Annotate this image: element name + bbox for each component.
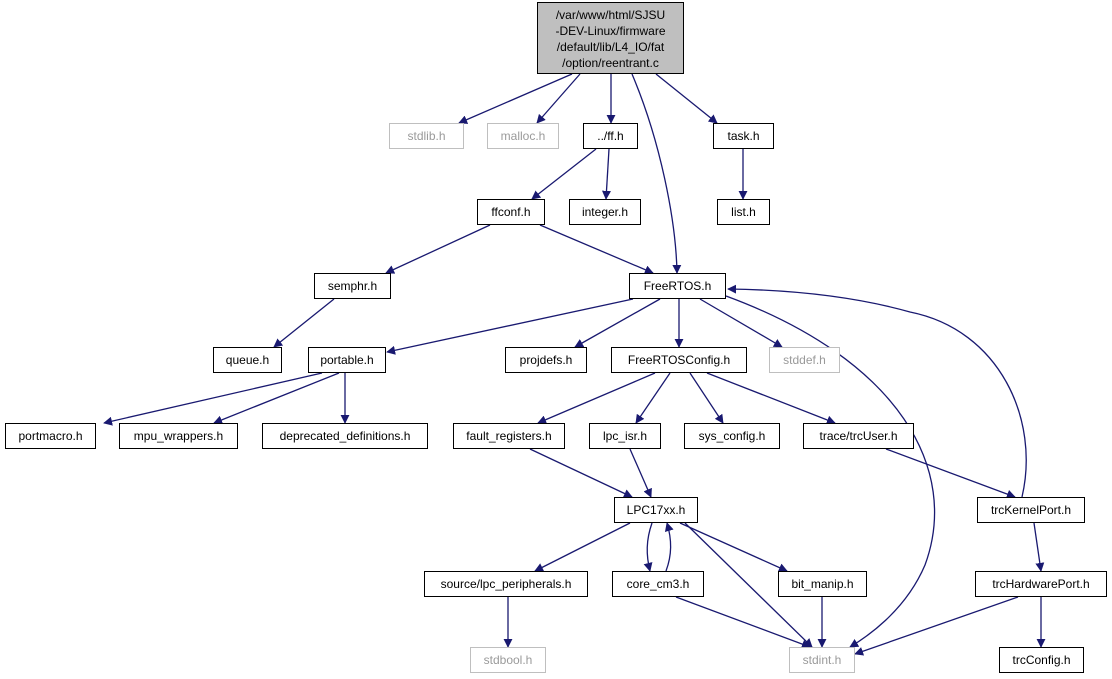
node-ffconf-h[interactable]: ffconf.h [477, 199, 545, 225]
edge-freertos-stddef [699, 298, 783, 348]
edge-config-sysconfig [689, 372, 724, 424]
node-trckernelport-h[interactable]: trcKernelPort.h [977, 497, 1085, 523]
node-mpu-wrappers-h[interactable]: mpu_wrappers.h [119, 423, 238, 449]
root-line-4: /option/reentrant.c [562, 55, 659, 70]
node-portable-h[interactable]: portable.h [308, 347, 386, 373]
node-trcconfig-h[interactable]: trcConfig.h [999, 647, 1084, 673]
edge-ffconf-freertos [539, 224, 654, 274]
edge-trchardware-stdint [854, 596, 1019, 656]
node-trchardwareport-h[interactable]: trcHardwarePort.h [975, 571, 1107, 597]
node-portmacro-h[interactable]: portmacro.h [5, 423, 96, 449]
edge-trckernelport-freertos [727, 284, 1027, 498]
edge-lpc17xx-corecm3 [643, 522, 653, 572]
node-ff-h[interactable]: ../ff.h [583, 123, 638, 149]
edge-config-lpcisr [635, 372, 671, 424]
edge-portable-mpu [213, 372, 340, 425]
root-line-3: /default/lib/L4_IO/fat [556, 39, 665, 54]
root-line-1: /var/www/html/SJSU [555, 7, 666, 22]
edge-reentrant-freertos [631, 73, 682, 274]
edge-portable-portmacro [103, 372, 323, 426]
edge-trckernelport-trchardwareport [1033, 522, 1045, 572]
node-lpc17xx-h[interactable]: LPC17xx.h [614, 497, 698, 523]
edge-freertos-portable [386, 298, 634, 355]
edge-lpc17xx-peripherals [534, 522, 631, 572]
node-queue-h[interactable]: queue.h [213, 347, 282, 373]
node-semphr-h[interactable]: semphr.h [314, 273, 391, 299]
node-stddef-h: stddef.h [769, 347, 840, 373]
edge-ffconf-semphr [385, 224, 491, 274]
node-trcuser-h[interactable]: trace/trcUser.h [803, 423, 914, 449]
node-fault-registers-h[interactable]: fault_registers.h [453, 423, 565, 449]
node-freertosconfig-h[interactable]: FreeRTOSConfig.h [611, 347, 747, 373]
edge-corecm3-lpc17xx [664, 522, 674, 572]
edge-reentrant-malloc [536, 73, 581, 124]
edge-reentrant-task [655, 73, 718, 124]
node-stdint-h: stdint.h [789, 647, 855, 673]
node-core-cm3-h[interactable]: core_cm3.h [612, 571, 704, 597]
edge-semphr-queue [273, 298, 335, 348]
edge-lpcisr-lpc17xx [629, 448, 652, 498]
edge-config-trcuser [706, 372, 836, 425]
edge-config-fault [537, 372, 656, 424]
node-sys-config-h[interactable]: sys_config.h [684, 423, 780, 449]
node-deprecated-definitions-h[interactable]: deprecated_definitions.h [262, 423, 428, 449]
edge-fault-lpc17xx [529, 448, 633, 498]
edge-lpc17xx-bitmanip [679, 522, 788, 572]
node-projdefs-h[interactable]: projdefs.h [505, 347, 587, 373]
edge-corecm3-stdint [675, 596, 811, 649]
edge-ff-ffconf [531, 148, 597, 200]
node-lpc-peripherals-h[interactable]: source/lpc_peripherals.h [424, 571, 588, 597]
node-bit-manip-h[interactable]: bit_manip.h [778, 571, 867, 597]
edge-freertos-projdefs [574, 298, 661, 348]
edge-trcuser-trckernelport [885, 448, 1016, 499]
edge-reentrant-stdlib [458, 73, 573, 124]
node-malloc-h: malloc.h [487, 123, 559, 149]
node-stdlib-h: stdlib.h [389, 123, 464, 149]
root-line-2: -DEV-Linux/firmware [555, 23, 666, 38]
node-stdbool-h: stdbool.h [470, 647, 546, 673]
node-integer-h[interactable]: integer.h [569, 199, 641, 225]
node-lpc-isr-h[interactable]: lpc_isr.h [589, 423, 661, 449]
node-freertos-h[interactable]: FreeRTOS.h [629, 273, 726, 299]
edge-lpc17xx-stdint [684, 522, 813, 648]
edge-ff-integer [601, 148, 611, 200]
node-task-h[interactable]: task.h [713, 123, 774, 149]
node-list-h[interactable]: list.h [717, 199, 770, 225]
node-reentrant-c[interactable]: /var/www/html/SJSU -DEV-Linux/firmware /… [537, 2, 684, 74]
